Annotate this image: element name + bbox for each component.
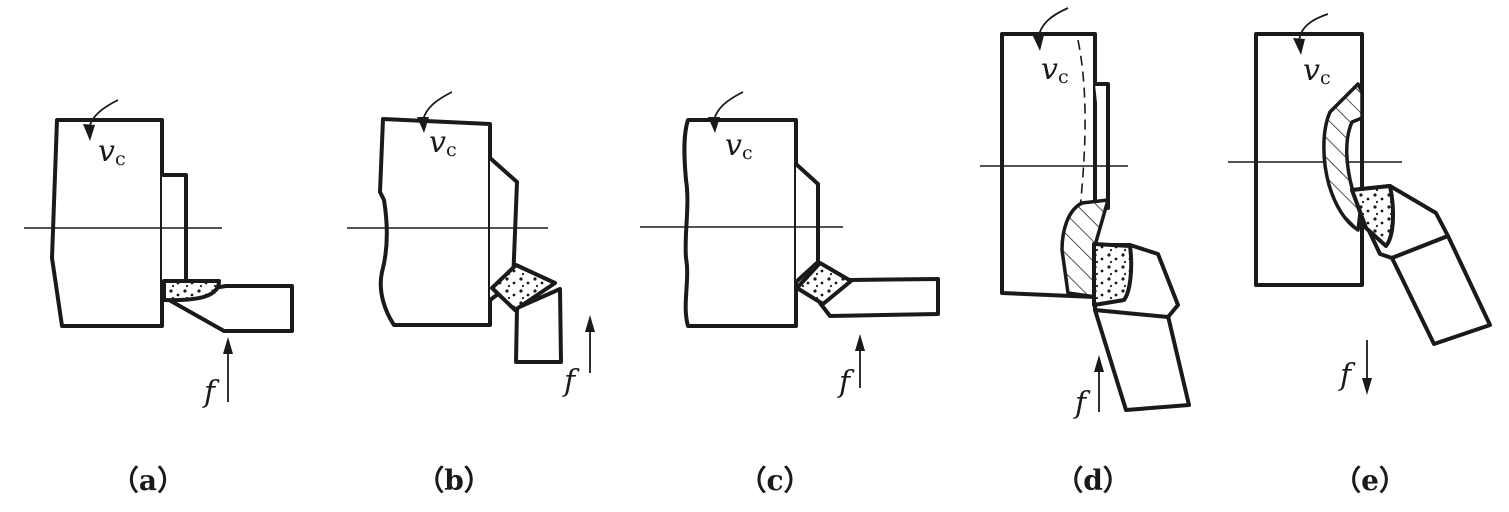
tool-insert-e — [1350, 184, 1396, 248]
speed-arrow-b — [422, 91, 453, 121]
panel-label-e: （e） — [1333, 464, 1407, 497]
feed-arrowhead-d — [1094, 355, 1104, 372]
panel-a: vc f （a） — [24, 99, 294, 497]
speed-arrowhead-a — [83, 124, 95, 141]
tool-insert-b — [490, 263, 557, 312]
panel-e: vc f （e） — [1228, 13, 1492, 497]
panel-label-b: （b） — [416, 464, 492, 497]
tool-shank-d — [1093, 308, 1191, 412]
tool-insert-a — [162, 279, 221, 303]
panel-label-a: （a） — [111, 464, 185, 497]
panel-b: vc f （b） — [347, 91, 595, 497]
feed-arrowhead-b — [585, 315, 595, 332]
workpiece-e — [1254, 32, 1364, 287]
shoulder-a — [160, 173, 188, 286]
speed-symbol-b: vc — [429, 125, 457, 161]
feed-symbol-d: f — [1073, 386, 1091, 421]
speed-arrowhead-d — [1032, 34, 1044, 51]
feed-arrowhead-a — [223, 337, 233, 354]
workpiece-c — [682, 118, 798, 328]
panel-label-d: （d） — [1055, 464, 1131, 497]
tool-insert-c — [795, 261, 853, 306]
feed-arrowhead-e — [1362, 378, 1372, 395]
tool-insert-d — [1092, 242, 1134, 307]
speed-symbol-a: vc — [98, 134, 126, 170]
speed-arrowhead-c — [708, 117, 720, 133]
feed-symbol-e: f — [1338, 358, 1356, 393]
speed-symbol-d: vc — [1041, 52, 1069, 88]
panel-d: vc f （d） — [980, 7, 1191, 497]
feed-symbol-b: f — [562, 364, 580, 399]
feed-symbol-a: f — [202, 375, 220, 410]
panel-c: vc f （c） — [640, 91, 940, 497]
feed-arrowhead-c — [855, 334, 865, 351]
feed-symbol-c: f — [837, 365, 855, 400]
speed-arrow-c — [713, 91, 744, 121]
tool-shank-e — [1390, 234, 1492, 346]
tool-shank-b — [514, 287, 563, 364]
workpiece-a — [50, 118, 164, 328]
speed-symbol-e: vc — [1303, 53, 1331, 89]
speed-symbol-c: vc — [725, 128, 753, 164]
panel-label-c: （c） — [738, 464, 811, 497]
workpiece-b — [378, 117, 492, 327]
speed-arrowhead-b — [417, 117, 429, 133]
speed-arrowhead-e — [1293, 38, 1305, 55]
shoulder-c — [794, 162, 820, 284]
cut-layer-d — [1060, 198, 1110, 299]
